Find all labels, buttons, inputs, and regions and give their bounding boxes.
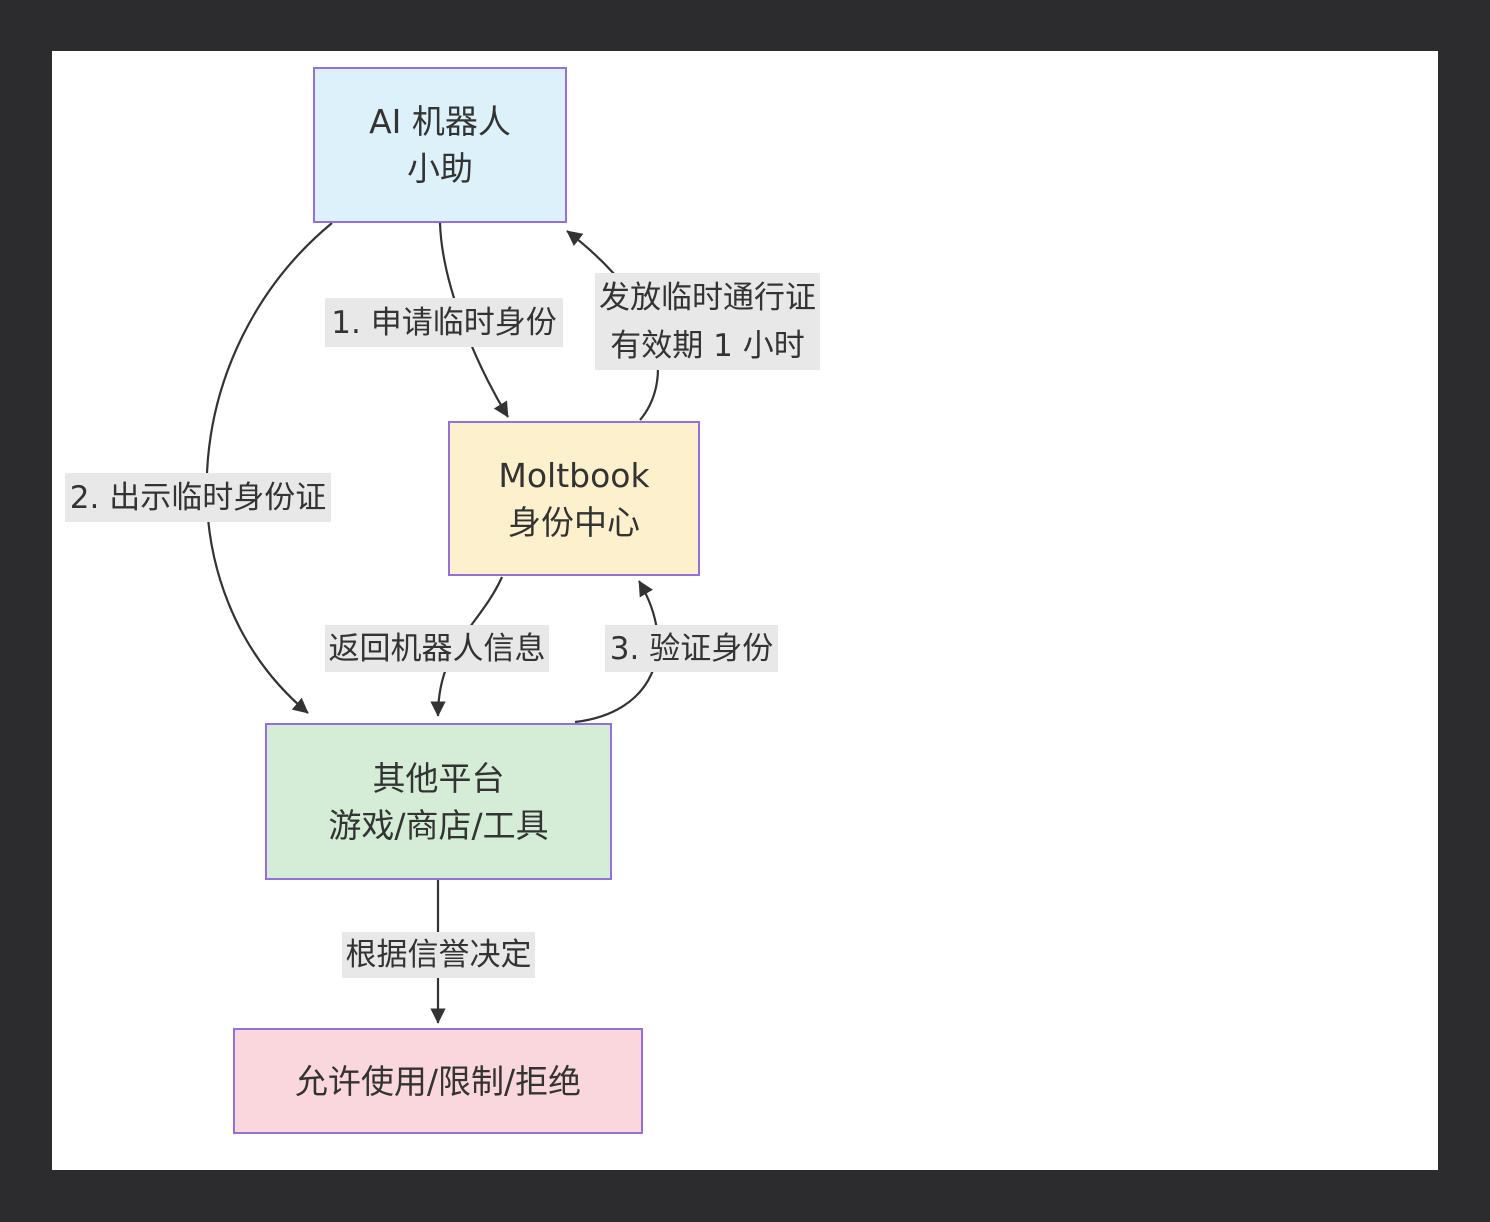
node-text-line1: Moltbook [498,455,650,495]
node-text-line2: 身份中心 [508,502,640,542]
node-text-line2: 小助 [407,149,473,188]
node-allow-restrict-deny: 允许使用/限制/拒绝 [233,1028,643,1134]
edge-label-text: 返回机器人信息 [328,630,546,667]
edge-label-text: 1. 申请临时身份 [331,304,557,341]
edge-platforms-to-moltbook [574,580,659,724]
node-text-line1: AI 机器人 [369,102,511,141]
node-moltbook-identity-center: Moltbook 身份中心 [448,421,700,576]
node-text-line1: 其他平台 [372,758,505,798]
edge-layer [205,222,660,1024]
edge-ai-to-platforms [205,222,333,714]
edge-label-issue-pass: 发放临时通行证 有效期 1 小时 [595,273,820,370]
edge-label-return-robot-info: 返回机器人信息 [325,625,549,672]
edge-label-text: 根据信誉决定 [345,937,532,973]
edge-label-text: 2. 出示临时身份证 [69,479,327,516]
node-ai-robot: AI 机器人 小助 [313,67,567,223]
edge-label-present-temp-id: 2. 出示临时身份证 [65,473,331,522]
edge-label-verify-identity: 3. 验证身份 [605,625,778,672]
edge-label-apply-temp-identity: 1. 申请临时身份 [325,298,563,347]
node-text-line1: 允许使用/限制/拒绝 [294,1061,582,1101]
diagram-canvas: 1. 申请临时身份 发放临时通行证 有效期 1 小时 2. 出示临时身份证 返回… [52,51,1438,1170]
edge-label-reputation-decision: 根据信誉决定 [342,932,535,978]
edge-label-text-line1: 发放临时通行证 [599,279,816,316]
node-other-platforms: 其他平台 游戏/商店/工具 [265,723,612,880]
edge-label-text-line2: 有效期 1 小时 [610,327,805,364]
edge-label-text: 3. 验证身份 [609,630,774,667]
node-text-line2: 游戏/商店/工具 [328,805,549,845]
